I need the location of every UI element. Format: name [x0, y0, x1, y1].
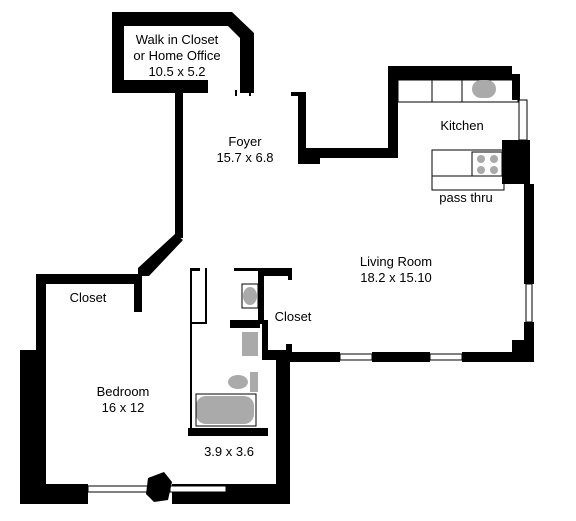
wall-bedroom-south-east	[224, 484, 290, 504]
closet-left-label: Closet	[58, 290, 118, 306]
wall-living-east-upper	[524, 184, 534, 284]
wall-bath-north	[188, 428, 268, 436]
walk-in-closet-line1: Walk in Closet	[135, 32, 219, 47]
toilet-bowl	[228, 375, 248, 389]
wall-foyer-east	[298, 92, 320, 164]
wall-bath-shelf	[192, 322, 206, 324]
closet-left-name: Closet	[69, 290, 107, 305]
burner-2	[490, 155, 498, 163]
foyer-name: Foyer	[228, 134, 262, 149]
window-living-east	[525, 283, 533, 323]
stove	[471, 151, 503, 177]
bathtub	[196, 396, 254, 424]
burner-3	[477, 166, 485, 174]
window-living-south-1	[339, 353, 373, 361]
toilet-seat	[250, 372, 258, 392]
kitchen-label: Kitchen	[424, 118, 500, 134]
walk-in-closet-line2: or Home Office	[133, 48, 221, 63]
living-room-size: 18.2 x 15.10	[360, 270, 432, 285]
foyer-size: 15.7 x 6.8	[216, 150, 274, 165]
wall-closet-bottom	[230, 320, 260, 328]
wall-foyer-diagonal	[138, 234, 183, 276]
wall-living-south-2	[372, 352, 430, 362]
wall-foyer-west	[175, 92, 183, 238]
kitchen-sink	[472, 80, 496, 98]
wall-bath-east	[276, 352, 290, 504]
wall-closet-east	[262, 320, 268, 360]
wall-bath-west	[190, 268, 192, 428]
bathroom-size: 3.9 x 3.6	[204, 444, 254, 459]
pass-thru-counter	[431, 149, 505, 191]
closet-right-name: Closet	[274, 309, 312, 324]
wall-closet-header	[262, 268, 292, 276]
wall-walk-in-closet	[112, 12, 254, 93]
wall-bedroom-southwest	[20, 350, 88, 504]
pass-thru-label: pass thru	[428, 190, 504, 206]
wall-kitchen-east-pillar	[502, 140, 530, 184]
wall-living-south-3	[462, 352, 518, 362]
living-room-name: Living Room	[359, 254, 433, 269]
bathroom-label: 3.9 x 3.6	[192, 444, 266, 460]
walk-in-closet-size: 10.5 x 5.2	[148, 64, 206, 79]
window-bedroom-south-1	[87, 485, 149, 493]
wall-bedroom-closet-door	[134, 274, 142, 312]
wall-closet-right	[258, 268, 264, 324]
wall-kitchen-west	[388, 66, 398, 158]
wall-closet-door-stub	[286, 344, 292, 354]
kitchen-name: Kitchen	[440, 118, 484, 133]
wall-kitchen-north	[388, 66, 520, 100]
burner-4	[490, 166, 498, 174]
wall-closet-top-left	[190, 268, 200, 271]
window-living-south-2	[429, 353, 463, 361]
kitchen-counter-top	[397, 79, 519, 103]
wall-bath-notch	[262, 350, 292, 360]
living-room-label: Living Room 18.2 x 15.10	[340, 254, 452, 286]
wall-bedroom-north	[36, 274, 138, 350]
walls	[20, 12, 534, 504]
burner-1	[477, 155, 485, 163]
closet-right-label: Closet	[266, 309, 320, 325]
column-bedroom-south	[146, 472, 172, 502]
doors	[235, 90, 251, 96]
stove-burners	[477, 155, 498, 174]
walk-in-closet-label: Walk in Closet or Home Office 10.5 x 5.2	[118, 32, 236, 80]
bedroom-label: Bedroom 16 x 12	[82, 384, 164, 416]
wall-closet-top	[234, 268, 262, 271]
wall-living-east-lower	[524, 322, 534, 344]
wall-closet-left	[205, 268, 207, 324]
foyer-label: Foyer 15.7 x 6.8	[200, 134, 290, 166]
bathtub-frame	[195, 393, 257, 427]
bedroom-size: 16 x 12	[101, 400, 145, 415]
pass-thru-name: pass thru	[439, 190, 493, 205]
wall-closet-jamb	[288, 268, 292, 280]
wall-kitchen-south-west	[306, 148, 398, 158]
window-bedroom-south-2	[169, 485, 227, 493]
bedroom-name: Bedroom	[96, 384, 150, 399]
bath-sink	[243, 287, 257, 305]
toilet-tank	[242, 332, 258, 356]
window-kitchen-east	[518, 99, 528, 141]
wall-living-south-1	[286, 352, 340, 362]
